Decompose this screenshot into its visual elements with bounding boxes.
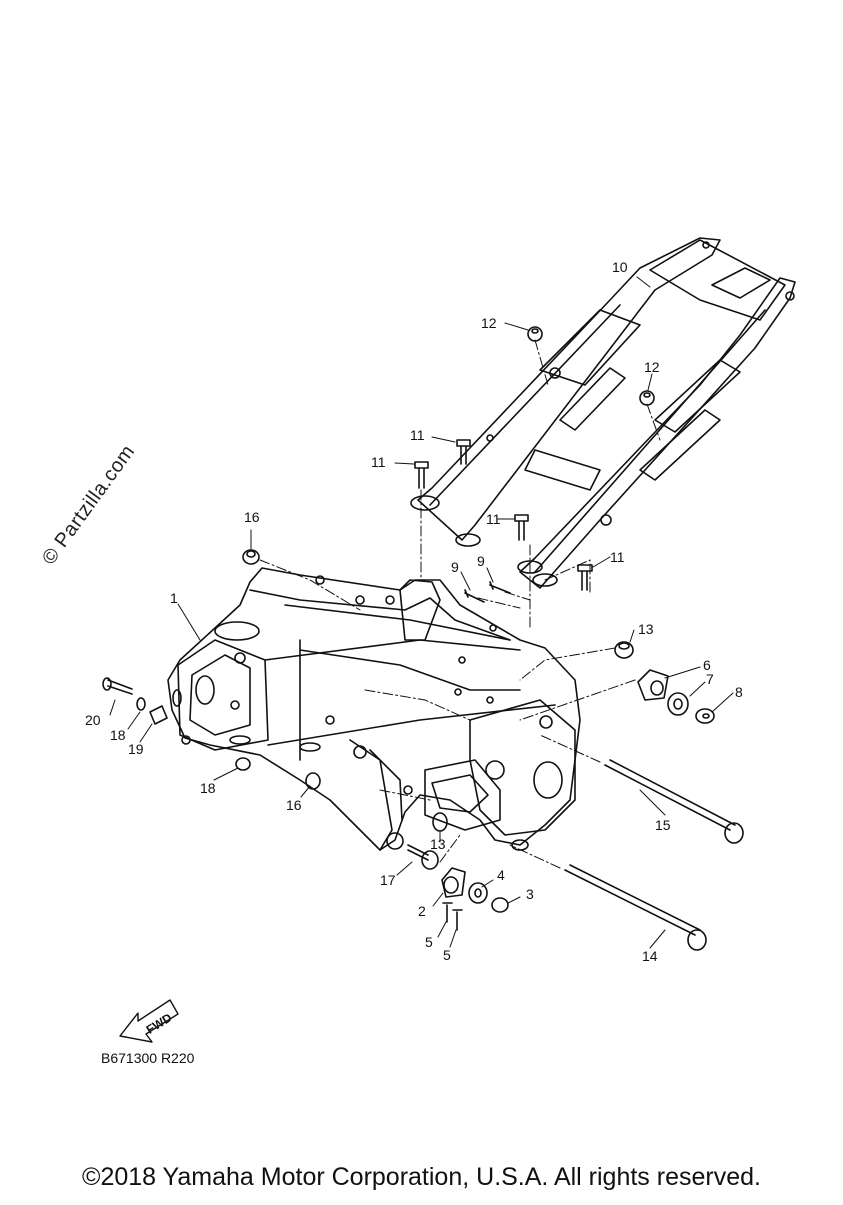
callout-10: 10 [612, 259, 628, 275]
callout-18b: 18 [200, 780, 216, 796]
assembly-leaders [259, 339, 661, 869]
callout-19: 19 [128, 741, 144, 757]
callout-9b: 9 [477, 553, 485, 569]
callout-5b: 5 [443, 947, 451, 963]
diagram-id: B671300 R220 [101, 1050, 195, 1066]
fwd-arrow [119, 999, 179, 1043]
callout-18a: 18 [110, 727, 126, 743]
callout-11a: 11 [410, 427, 425, 443]
callout-leaders [109, 276, 734, 949]
callout-3: 3 [526, 886, 534, 902]
callout-1: 1 [170, 590, 178, 606]
main-frame [167, 567, 581, 851]
callout-17: 17 [380, 872, 396, 888]
callout-numbers: 1 2 3 4 5 5 6 7 8 9 9 10 11 11 11 11 12 … [85, 259, 743, 964]
callout-7: 7 [706, 671, 714, 687]
callout-13a: 13 [638, 621, 654, 637]
hardware [102, 326, 744, 951]
callout-8: 8 [735, 684, 743, 700]
copyright-notice: ©2018 Yamaha Motor Corporation, U.S.A. A… [82, 1163, 761, 1191]
callout-2: 2 [418, 903, 426, 919]
callout-11d: 11 [610, 549, 625, 565]
callout-20: 20 [85, 712, 101, 728]
callout-11b: 11 [371, 454, 386, 470]
rear-subframe [410, 237, 796, 589]
callout-9a: 9 [451, 559, 459, 575]
callout-4: 4 [497, 867, 505, 883]
callout-14: 14 [642, 948, 658, 964]
callout-6: 6 [703, 657, 711, 673]
callout-16b: 16 [286, 797, 302, 813]
callout-11c: 11 [486, 511, 501, 527]
callout-16a: 16 [244, 509, 260, 525]
callout-12b: 12 [644, 359, 660, 375]
callout-13b: 13 [430, 836, 446, 852]
callout-12a: 12 [481, 315, 497, 331]
callout-15: 15 [655, 817, 671, 833]
callout-5a: 5 [425, 934, 433, 950]
